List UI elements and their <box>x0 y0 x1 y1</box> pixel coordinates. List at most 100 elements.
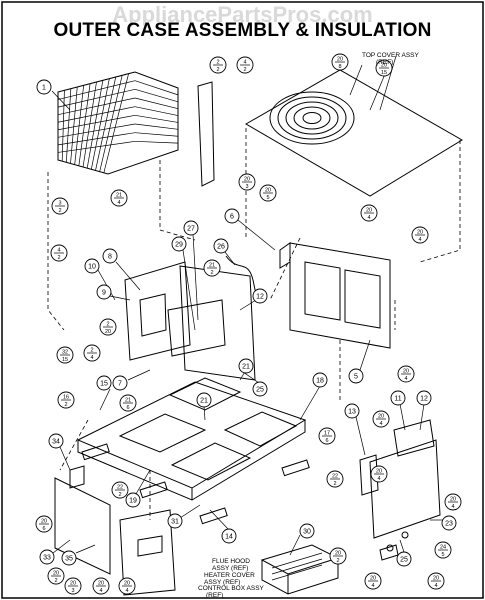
top-cover-ref-line1: TOP COVER ASSY <box>362 52 420 59</box>
fraction-label-2-2: 22 <box>209 56 227 74</box>
callout-10: 10 <box>84 258 100 274</box>
fraction-label-20-4: 204 <box>372 410 390 428</box>
callout-5: 5 <box>348 368 364 384</box>
fraction-numerator: 21 <box>209 263 215 269</box>
callout-circle <box>196 392 212 408</box>
callout-number: 10 <box>88 264 96 271</box>
fraction-denominator: 4 <box>90 355 93 361</box>
fraction-denominator: 4 <box>434 583 437 589</box>
callout-circle <box>96 375 112 391</box>
leader-line <box>239 299 257 311</box>
callout-number: 19 <box>129 498 137 505</box>
leader-line <box>399 539 405 553</box>
base-pan <box>76 377 307 501</box>
callout-circle <box>299 523 315 539</box>
fraction-label-21-6: 216 <box>119 394 137 412</box>
leader-line <box>115 261 141 291</box>
fraction-numerator: 20 <box>265 188 271 194</box>
fraction-label-20-4: 204 <box>360 204 378 222</box>
callout-number: 33 <box>43 555 51 562</box>
fraction-denominator: 4 <box>451 504 454 510</box>
leader-line <box>349 64 363 96</box>
fraction-label-20-3: 203 <box>238 173 256 191</box>
callout-19: 19 <box>125 492 141 508</box>
callout-6: 6 <box>224 208 240 224</box>
fraction-label-21-2: 212 <box>203 259 221 277</box>
callout-circle <box>48 433 64 449</box>
callout-number: 7 <box>118 381 122 388</box>
callout-circle <box>441 515 457 531</box>
fraction-numerator: 20 <box>376 469 382 475</box>
callout-number: 6 <box>230 214 234 221</box>
callout-number: 12 <box>420 396 428 403</box>
fraction-label-4-2: 42 <box>50 244 68 262</box>
leader-line <box>419 403 425 431</box>
callout-number: 18 <box>316 378 324 385</box>
callout-circle <box>125 492 141 508</box>
fraction-denominator: 4 <box>99 588 102 594</box>
callout-circle <box>61 550 77 566</box>
fraction-numerator: 20 <box>366 208 372 214</box>
fraction-denominator: 5 <box>266 195 269 201</box>
leader-line <box>369 73 386 111</box>
callout-25: 25 <box>396 551 412 567</box>
callout-number: 8 <box>108 254 112 261</box>
callout-21: 21 <box>238 358 254 374</box>
callout-25: 25 <box>252 381 268 397</box>
fraction-label-21-4: 214 <box>110 189 128 207</box>
fraction-label-24-5: 245 <box>434 541 452 559</box>
fraction-numerator: 21 <box>116 193 122 199</box>
fraction-label-2-20: 220 <box>99 318 117 336</box>
fraction-denominator: 15 <box>62 357 68 363</box>
leader-line <box>237 219 276 251</box>
callout-number: 12 <box>256 294 264 301</box>
leader-line <box>355 416 366 456</box>
diagram-title: OUTER CASE ASSEMBLY & INSULATION <box>53 20 432 41</box>
fraction-denominator: 4 <box>377 476 380 482</box>
fraction-denominator: 20 <box>105 329 111 335</box>
fraction-label-4-2: 42 <box>236 56 254 74</box>
callout-circle <box>183 220 199 236</box>
fraction-numerator: 32 <box>62 350 68 356</box>
fraction-label-20-2: 202 <box>329 547 347 565</box>
callout-number: 14 <box>225 534 233 541</box>
fraction-numerator: 2 <box>106 322 109 328</box>
fraction-label-20-4: 204 <box>427 572 445 590</box>
fraction-numerator: 20 <box>41 519 47 525</box>
fraction-label-20-8: 208 <box>331 53 349 71</box>
fraction-numerator: 20 <box>337 57 343 63</box>
fraction-denominator: 6 <box>42 526 45 532</box>
callout-1: 1 <box>36 79 52 95</box>
callout-number: 13 <box>348 409 356 416</box>
fraction-label-20-2: 202 <box>47 567 65 585</box>
callout-circle <box>252 381 268 397</box>
leader-line <box>209 509 230 531</box>
fraction-numerator: 21 <box>125 398 131 404</box>
fraction-denominator: 2 <box>333 481 336 487</box>
leader-line <box>399 403 406 431</box>
callout-11: 11 <box>390 390 406 406</box>
leader-line <box>192 233 199 321</box>
fraction-numerator: 20 <box>450 497 456 503</box>
callout-21: 21 <box>196 392 212 408</box>
leader-line <box>299 385 321 421</box>
heater-cover-ref-line1: HEATER COVER <box>204 572 255 579</box>
callout-circle <box>252 288 268 304</box>
callout-number: 21 <box>200 398 208 405</box>
leader-line <box>127 369 151 381</box>
flue-hood <box>260 544 340 595</box>
top-cover-panel <box>245 69 463 197</box>
reference-labels: TOP COVER ASSY (REF) FLUE HOOD ASSY (REF… <box>198 52 420 599</box>
callout-circle <box>167 513 183 529</box>
leader-line <box>135 469 151 495</box>
callout-circle <box>171 236 187 252</box>
callout-34: 34 <box>48 433 64 449</box>
callout-26: 26 <box>213 238 229 254</box>
fraction-denominator: 4 <box>418 237 421 243</box>
callout-29: 29 <box>171 236 187 252</box>
callout-number: 11 <box>394 396 401 403</box>
leader-line <box>52 539 71 554</box>
fraction-denominator: 4 <box>379 421 382 427</box>
leader-line <box>51 90 71 111</box>
